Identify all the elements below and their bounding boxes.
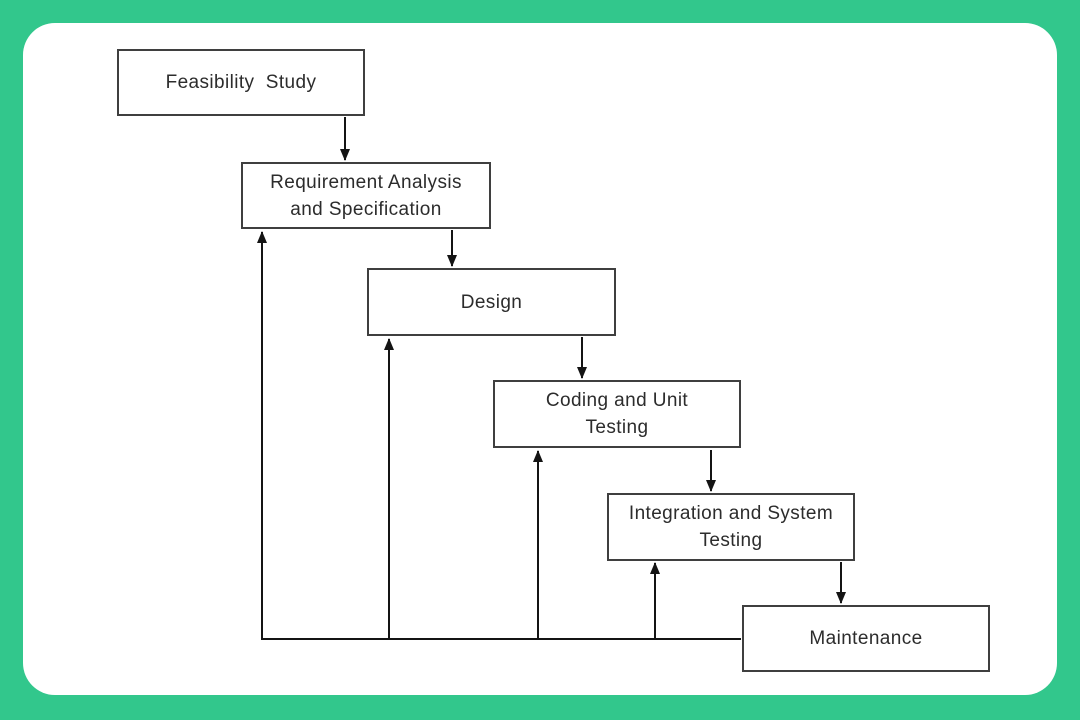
node-coding-and-unit-testing-label: Coding and Unit Testing bbox=[545, 390, 689, 438]
node-design-label: Design bbox=[460, 291, 523, 313]
node-maintenance-label: Maintenance bbox=[809, 628, 923, 649]
node-integration-and-system-testing: Integration and System Testing bbox=[607, 493, 855, 561]
node-maintenance: Maintenance bbox=[742, 605, 990, 672]
diagram-panel bbox=[23, 23, 1057, 695]
node-coding-and-unit-testing: Coding and Unit Testing bbox=[493, 380, 741, 448]
node-requirement-analysis-label: Requirement Analysis and Specification bbox=[270, 171, 462, 220]
node-design: Design bbox=[367, 268, 616, 336]
node-feasibility-study-label: Feasibility Study bbox=[165, 72, 317, 93]
node-integration-and-system-testing-label: Integration and System Testing bbox=[628, 503, 834, 551]
node-requirement-analysis-and-specification: Requirement Analysis and Specification bbox=[241, 162, 491, 229]
node-feasibility-study: Feasibility Study bbox=[117, 49, 365, 116]
